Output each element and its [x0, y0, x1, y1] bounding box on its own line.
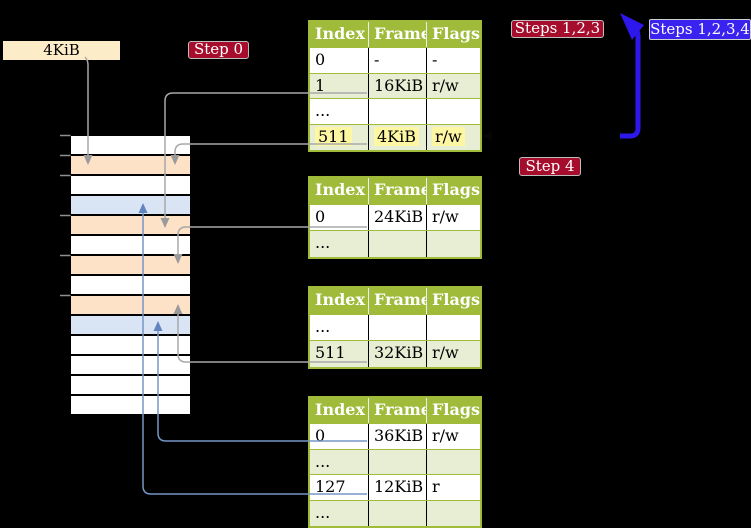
cell-index: ...: [315, 101, 331, 121]
table-row: 0 - -: [310, 46, 480, 73]
header-cell-flags: Flags: [426, 22, 480, 47]
cell-frame: 4KiB: [368, 125, 426, 150]
cell-index: 511: [310, 125, 368, 150]
cell-flags: r/w: [426, 73, 480, 99]
page-table-4: Index Frame Flags 0 36KiB r/w ... 127 12…: [308, 396, 482, 528]
memory-frame-row: [71, 336, 190, 354]
step4-blue-arrowhead: [620, 13, 644, 40]
cell-flags: [426, 99, 480, 125]
memory-frame-row: [71, 216, 190, 234]
table-row: 1 16KiB r/w: [310, 72, 480, 99]
cell-frame: 36KiB: [368, 423, 426, 449]
header-cell-index: Index: [315, 24, 366, 43]
cell-flags: r: [426, 475, 480, 501]
memory-frame-row: [71, 236, 190, 254]
header-cell-frame: Frame: [368, 288, 426, 314]
cell-frame: [368, 501, 426, 526]
header-cell-frame: Frame: [368, 398, 426, 423]
step4-black-arrowhead: [482, 131, 492, 141]
cell-frame: 32KiB: [368, 341, 426, 368]
table-header-row: Index Frame Flags: [310, 22, 480, 47]
cell-index: ...: [315, 503, 331, 523]
cell-frame: [368, 99, 426, 125]
memory-tick-marks: [60, 134, 71, 297]
cell-frame: [368, 314, 426, 341]
cell-index: 511: [315, 343, 346, 363]
memory-frame-row: [71, 396, 190, 414]
memory-frame-row: [71, 296, 190, 314]
cell-flags: [426, 231, 480, 258]
highlight: 4KiB: [374, 127, 420, 147]
table-header-row: Index Frame Flags: [310, 178, 480, 204]
cell-flags: [426, 314, 480, 341]
table-row: ...: [310, 448, 480, 475]
cell-flags: r/w: [426, 125, 480, 150]
steps-123-label: Steps 1,2,3: [511, 20, 604, 38]
memory-frame-row: [71, 176, 190, 194]
cell-index: ...: [315, 233, 331, 253]
cell-frame: [368, 449, 426, 475]
cell-frame: 16KiB: [368, 73, 426, 99]
header-cell-index: Index: [315, 290, 366, 309]
memory-frame-row: [71, 316, 190, 334]
cell-index: ...: [315, 316, 331, 336]
table-row-highlighted: 511 4KiB r/w: [310, 124, 480, 150]
table-row: 0 36KiB r/w: [310, 422, 480, 449]
highlight: r/w: [432, 127, 465, 147]
cell-index: 0: [315, 425, 326, 445]
table-header-row: Index Frame Flags: [310, 288, 480, 314]
cell-frame: 12KiB: [368, 475, 426, 501]
header-cell-flags: Flags: [426, 178, 480, 204]
cell-index: ...: [315, 451, 331, 471]
cell-index: 1: [315, 75, 326, 95]
step4-blue-curve: [620, 23, 641, 139]
memory-frame-row: [71, 276, 190, 294]
steps-1234-label: Steps 1,2,3,4: [649, 19, 751, 40]
cell-flags: r/w: [426, 341, 480, 368]
cell-frame: [368, 231, 426, 258]
page-table-3: Index Frame Flags ... 511 32KiB r/w: [308, 286, 482, 369]
table-header-row: Index Frame Flags: [310, 398, 480, 423]
memory-frame-row: [71, 196, 190, 214]
cell-flags: r/w: [426, 423, 480, 449]
memory-frame-row: [71, 376, 190, 394]
page-table-1: Index Frame Flags 0 - - 1 16KiB r/w ... …: [308, 20, 482, 152]
cell-index: 127: [315, 477, 346, 497]
cell-flags: r/w: [426, 204, 480, 231]
header-cell-flags: Flags: [426, 288, 480, 314]
cell-index: 0: [315, 206, 326, 226]
table-row: 0 24KiB r/w: [310, 203, 480, 231]
table-row: 127 12KiB r: [310, 474, 480, 501]
header-cell-frame: Frame: [368, 178, 426, 204]
table-row: ...: [310, 500, 480, 526]
memory-frame-row: [71, 136, 190, 154]
header-cell-index: Index: [315, 400, 366, 419]
header-cell-index: Index: [315, 180, 366, 199]
frame-size-label: 4KiB: [3, 41, 120, 60]
page-table-2: Index Frame Flags 0 24KiB r/w ...: [308, 176, 482, 259]
cell-frame: 24KiB: [368, 204, 426, 231]
memory-column: [71, 136, 190, 416]
memory-frame-row: [71, 156, 190, 174]
header-cell-flags: Flags: [426, 398, 480, 423]
step-4-label: Step 4: [519, 157, 581, 176]
cell-flags: [426, 449, 480, 475]
cell-frame: -: [368, 47, 426, 73]
table-row: ...: [310, 98, 480, 125]
cell-flags: [426, 501, 480, 526]
step-0-label: Step 0: [188, 41, 249, 59]
header-cell-frame: Frame: [368, 22, 426, 47]
highlight: 511: [315, 127, 352, 147]
cell-flags: -: [426, 47, 480, 73]
table-row: ...: [310, 230, 480, 258]
cell-index: 0: [315, 49, 326, 69]
table-row: ...: [310, 313, 480, 341]
table-row: 511 32KiB r/w: [310, 340, 480, 368]
memory-frame-row: [71, 356, 190, 374]
memory-frame-row: [71, 256, 190, 274]
